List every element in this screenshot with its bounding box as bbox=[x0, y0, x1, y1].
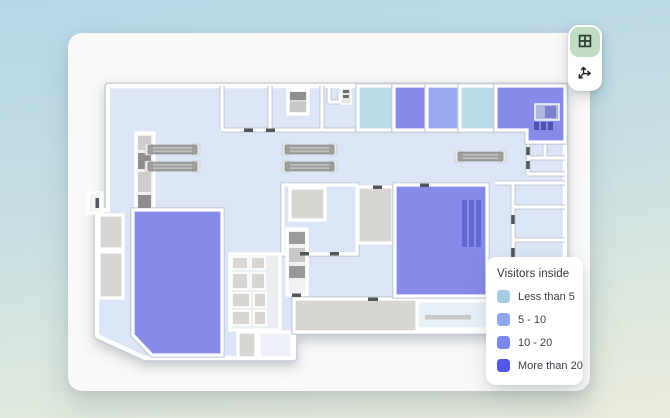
map-canvas[interactable] bbox=[68, 33, 590, 391]
grid-icon bbox=[577, 33, 593, 52]
escalator bbox=[144, 160, 201, 173]
floorplan-view-button[interactable] bbox=[570, 27, 600, 57]
legend-item-label: 10 - 20 bbox=[518, 336, 553, 349]
room-top-right[interactable] bbox=[494, 84, 567, 144]
fixtures bbox=[138, 87, 560, 326]
escalators bbox=[144, 143, 507, 173]
room-top-4[interactable] bbox=[458, 84, 498, 132]
legend-swatch bbox=[497, 313, 510, 326]
legend-swatch bbox=[497, 359, 510, 372]
axes-icon bbox=[576, 64, 594, 85]
legend-item: More than 20 bbox=[497, 359, 583, 372]
escalator bbox=[281, 143, 338, 156]
escalator bbox=[281, 160, 338, 173]
legend-card: Visitors inside Less than 5 5 - 10 10 - … bbox=[486, 257, 583, 385]
floor-plan[interactable] bbox=[68, 33, 590, 391]
legend-item-label: 5 - 10 bbox=[518, 313, 547, 326]
room-top-1[interactable] bbox=[356, 84, 396, 132]
legend-item-label: More than 20 bbox=[518, 359, 583, 372]
room-top-2[interactable] bbox=[392, 84, 429, 132]
legend-item: Less than 5 bbox=[497, 290, 575, 303]
legend-item: 10 - 20 bbox=[497, 336, 572, 349]
legend-item-label: Less than 5 bbox=[518, 290, 575, 303]
escalator bbox=[454, 150, 507, 163]
legend-item: 5 - 10 bbox=[497, 313, 572, 326]
room-top-3[interactable] bbox=[425, 84, 462, 132]
map-toolbar bbox=[568, 25, 602, 91]
pan-3d-button[interactable] bbox=[570, 59, 600, 89]
legend-swatch bbox=[497, 290, 510, 303]
occupancy-rooms bbox=[355, 83, 568, 145]
door-markers bbox=[95, 128, 530, 301]
legend-swatch bbox=[497, 336, 510, 349]
room-bottom-left[interactable] bbox=[131, 208, 224, 357]
legend-title: Visitors inside bbox=[497, 268, 570, 280]
escalator bbox=[144, 143, 201, 156]
